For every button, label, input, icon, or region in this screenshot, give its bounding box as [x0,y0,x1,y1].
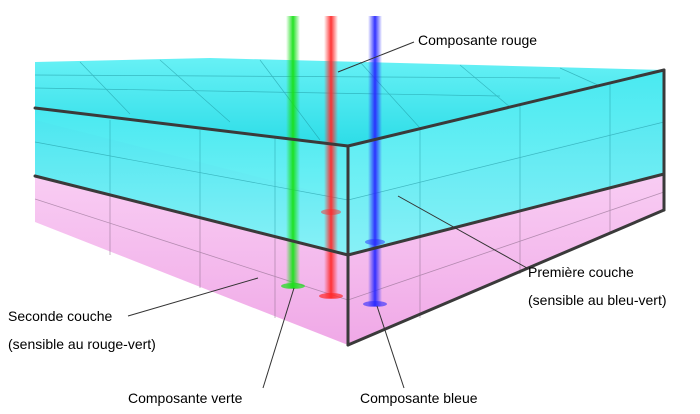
first-layer-grid [34,59,665,237]
first-layer-right-face [348,70,664,255]
label-second-layer: Seconde couche [8,308,113,324]
leader-green [262,287,295,389]
second-layer-left-face [35,176,348,345]
label-first-layer-note: (sensible au bleu-vert) [528,292,667,308]
first-layer-left-face [35,108,348,255]
light-beams [281,16,387,307]
frame-edges [33,68,666,347]
leader-first-layer [397,195,528,269]
second-layer-right-face [348,174,664,345]
red-beam [324,16,338,298]
red-beam-spot [319,293,343,299]
label-red-component: Composante rouge [418,32,538,48]
leader-red [337,41,415,73]
label-second-layer-note: (sensible au rouge-vert) [8,336,156,352]
label-blue-component: Composante bleue [360,390,478,406]
leader-second-layer [127,277,259,317]
red-beam-absorb [321,209,341,215]
first-layer [34,58,665,255]
blue-beam-absorb [365,239,385,245]
leader-lines [127,41,528,389]
blue-beam-spot [363,301,387,307]
green-beam [286,16,300,288]
label-green-component: Composante verte [128,390,243,406]
first-layer-top-face [35,58,664,146]
label-first-layer: Première couche [528,264,634,280]
leader-blue [376,305,405,389]
green-beam-spot [281,283,305,289]
blue-beam [368,16,382,306]
bottom-front-edge [346,208,666,347]
